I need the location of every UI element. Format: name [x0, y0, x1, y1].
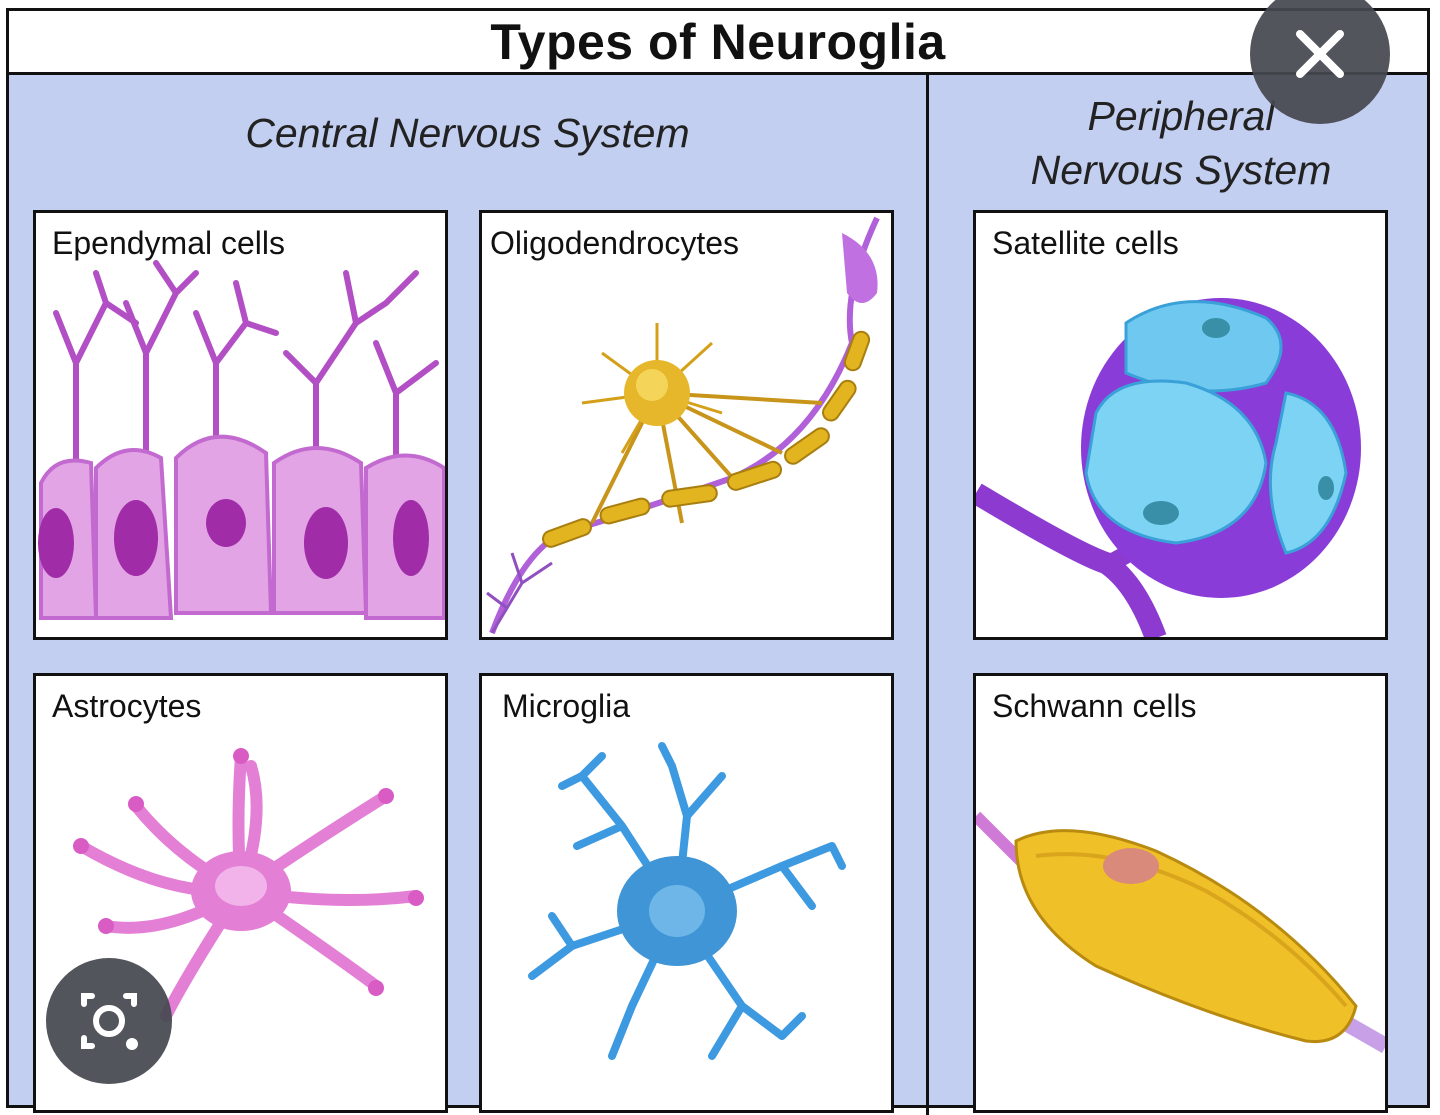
- oligodendrocytes-panel: Oligodendrocytes: [479, 210, 894, 640]
- pns-heading-line2: Nervous System: [1030, 147, 1332, 193]
- oligodendrocyte-illustration: [486, 216, 880, 635]
- schwann-illustration: [976, 811, 1385, 1053]
- image-search-icon: [81, 993, 138, 1050]
- title-bar: Types of Neuroglia: [9, 11, 1427, 75]
- close-icon: [1296, 30, 1344, 78]
- close-button[interactable]: [1250, 0, 1390, 124]
- ependymal-panel: Ependymal cells: [33, 210, 448, 640]
- pns-heading: Peripheral Nervous System: [929, 89, 1433, 197]
- image-search-button[interactable]: [46, 958, 172, 1084]
- satellite-label: Satellite cells: [992, 225, 1179, 261]
- oligodendrocytes-label: Oligodendrocytes: [490, 225, 740, 261]
- cns-heading: Central Nervous System: [245, 110, 690, 156]
- satellite-panel: Satellite cells: [973, 210, 1388, 640]
- astrocyte-illustration: [73, 748, 424, 1022]
- astrocytes-label: Astrocytes: [52, 688, 202, 724]
- satellite-illustration: [976, 298, 1361, 637]
- page-title: Types of Neuroglia: [490, 14, 946, 70]
- pns-heading-line1: Peripheral: [1087, 93, 1275, 139]
- microglia-illustration: [528, 742, 846, 1060]
- ependymal-label: Ependymal cells: [52, 225, 285, 261]
- neuroglia-diagram: Types of Neuroglia Central Nervous Syste…: [6, 8, 1433, 1115]
- microglia-label: Microglia: [502, 688, 631, 724]
- ependymal-illustration: [38, 260, 445, 620]
- microglia-panel: Microglia: [479, 673, 894, 1113]
- section-divider: [926, 75, 929, 1115]
- schwann-label: Schwann cells: [992, 688, 1197, 724]
- schwann-panel: Schwann cells: [973, 673, 1388, 1113]
